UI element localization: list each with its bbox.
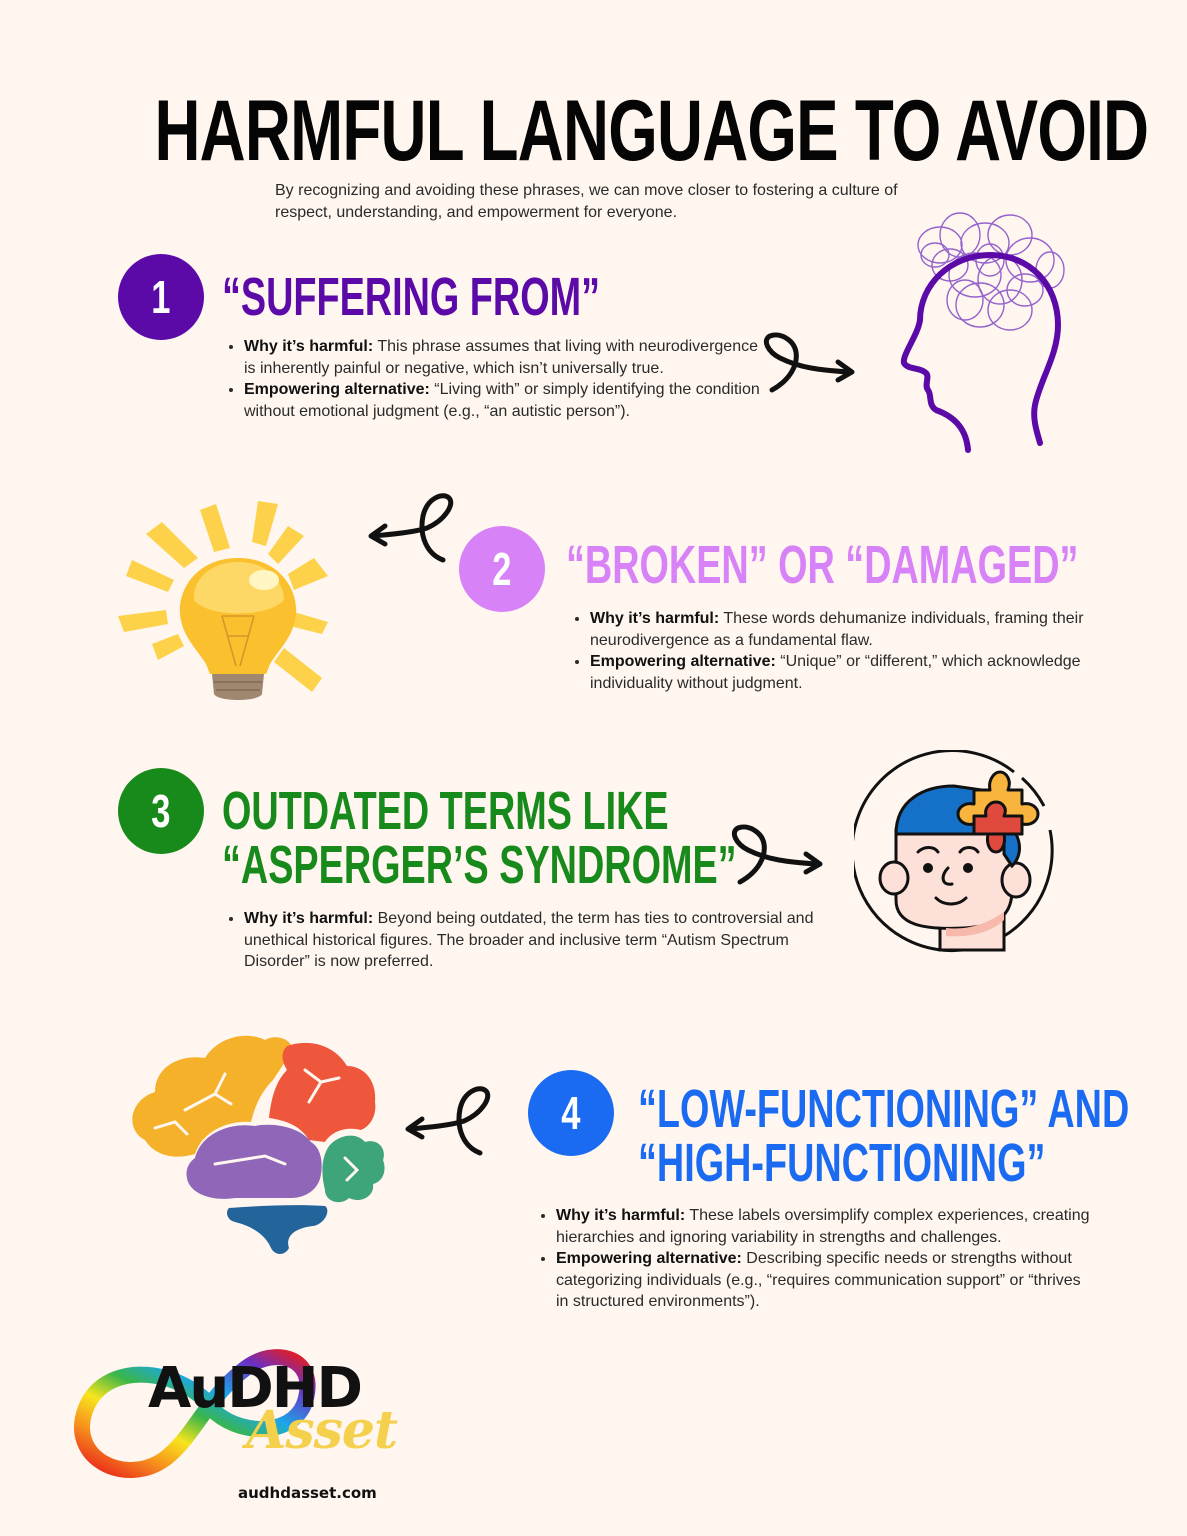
section-bullets: Why it’s harmful: These words dehumanize… <box>568 608 1160 694</box>
loop-arrow-right-icon <box>760 320 860 400</box>
section-heading: “LOW-FUNCTIONING” AND “HIGH-FUNCTIONING” <box>638 1079 1130 1193</box>
bullet-empowering-alternative: Empowering alternative: “Living with” or… <box>244 379 764 422</box>
page-title: HARMFUL LANGUAGE TO AVOID <box>154 83 1149 179</box>
section-heading: OUTDATED TERMS LIKE “ASPERGER’S SYNDROME… <box>222 781 737 895</box>
logo-word-asset: Asset <box>246 1400 398 1461</box>
section-bullets: Why it’s harmful: Beyond being outdated,… <box>222 908 834 973</box>
bullet-empowering-alternative: Empowering alternative: “Unique” or “dif… <box>590 651 1160 694</box>
logo-word-audhd: AuDHD <box>148 1356 363 1421</box>
section-bullets: Why it’s harmful: These labels oversimpl… <box>534 1205 1096 1313</box>
section-number-badge: 3 <box>118 768 204 854</box>
section-number-badge: 1 <box>118 254 204 340</box>
bullet-why-harmful: Why it’s harmful: These labels oversimpl… <box>556 1205 1096 1248</box>
loop-arrow-right-icon <box>728 812 828 892</box>
colorful-brain-icon <box>125 1030 387 1258</box>
loop-arrow-left-icon <box>402 1085 502 1160</box>
page-subtitle: By recognizing and avoiding these phrase… <box>275 182 898 221</box>
bullet-why-harmful: Why it’s harmful: This phrase assumes th… <box>244 336 764 379</box>
tangled-thoughts-head-icon <box>890 205 1080 455</box>
bullet-why-harmful: Why it’s harmful: Beyond being outdated,… <box>244 908 834 973</box>
section-heading: “SUFFERING FROM” <box>222 267 600 327</box>
rainbow-infinity-icon <box>74 1349 316 1478</box>
puzzle-head-icon <box>854 750 1064 955</box>
bullet-empowering-alternative: Empowering alternative: Describing speci… <box>556 1248 1096 1313</box>
section-bullets: Why it’s harmful: This phrase assumes th… <box>222 336 764 422</box>
bullet-why-harmful: Why it’s harmful: These words dehumanize… <box>590 608 1160 651</box>
lightbulb-icon <box>118 496 358 706</box>
loop-arrow-left-icon <box>365 492 465 567</box>
section-number-badge: 4 <box>528 1070 614 1156</box>
section-number-badge: 2 <box>459 526 545 612</box>
website-link[interactable]: audhdasset.com <box>238 1484 377 1502</box>
section-heading: “BROKEN” OR “DAMAGED” <box>566 535 1079 595</box>
audhd-asset-logo[interactable]: AuDHD Asset audhdasset.com <box>66 1338 426 1518</box>
